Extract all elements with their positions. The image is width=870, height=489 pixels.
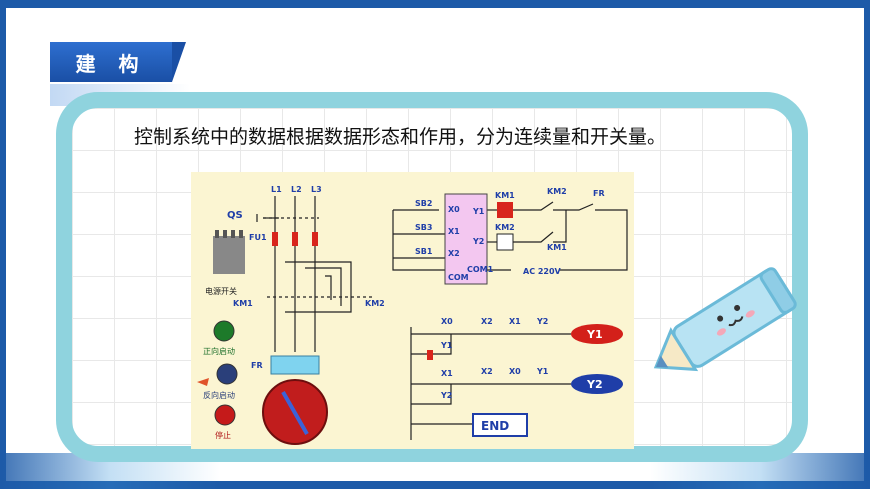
label-forward-start: 正向启动 [203, 346, 235, 356]
label-plc-x1: X1 [448, 227, 460, 236]
label-qs: QS [227, 210, 243, 221]
description-text: 控制系统中的数据根据数据形态和作用，分为连续量和开关量。 [134, 126, 667, 148]
label-km2: KM2 [365, 299, 385, 308]
power-switch-icon [213, 230, 245, 274]
ladder-y1b: Y1 [536, 367, 549, 376]
ladder-x0: X0 [441, 317, 453, 326]
label-km2-coil: KM2 [495, 223, 515, 232]
ladder-x2a: X2 [481, 317, 493, 326]
label-stop: 停止 [215, 430, 231, 440]
label-reverse-start: 反向启动 [203, 390, 235, 400]
label-fr: FR [251, 361, 263, 370]
circuit-diagram: L1 L2 L3 QS FU1 KM1 KM2 FR SB2 SB3 SB1 X… [191, 172, 634, 449]
output-y2: Y2 [586, 378, 603, 391]
label-plc-x2: X2 [448, 249, 460, 258]
label-plc-y1: Y1 [472, 207, 485, 216]
label-l2: L2 [291, 185, 302, 194]
label-plc-y2: Y2 [472, 237, 484, 246]
ladder-x2b: X2 [481, 367, 493, 376]
section-title: 建 构 [50, 42, 186, 82]
ladder-x1: X1 [441, 369, 453, 378]
pencil-mascot-icon [653, 267, 797, 372]
ladder-x0b: X0 [509, 367, 521, 376]
label-sb1: SB1 [415, 247, 433, 256]
label-power-switch: 电源开关 [205, 286, 237, 296]
end-label: END [481, 419, 509, 433]
label-km1-coil: KM1 [495, 191, 515, 200]
ladder-y2a: Y2 [536, 317, 548, 326]
label-fr-contact: FR [593, 189, 605, 198]
label-km1: KM1 [233, 299, 253, 308]
label-l3: L3 [311, 185, 322, 194]
label-plc-com: COM [448, 273, 469, 282]
label-sb2: SB2 [415, 199, 432, 208]
label-sb3: SB3 [415, 223, 432, 232]
label-fu1: FU1 [249, 233, 267, 242]
output-y1: Y1 [586, 328, 603, 341]
label-plc-com1: COM1 [467, 265, 494, 274]
ladder-y1-hold: Y1 [440, 341, 453, 350]
ladder-x1a: X1 [509, 317, 521, 326]
label-l1: L1 [271, 185, 282, 194]
label-km2-contact: KM2 [547, 187, 567, 196]
label-ac: AC 220V [523, 267, 562, 276]
ladder-y2-hold: Y2 [440, 391, 452, 400]
label-km1-contact: KM1 [547, 243, 567, 252]
label-plc-x0: X0 [448, 205, 460, 214]
